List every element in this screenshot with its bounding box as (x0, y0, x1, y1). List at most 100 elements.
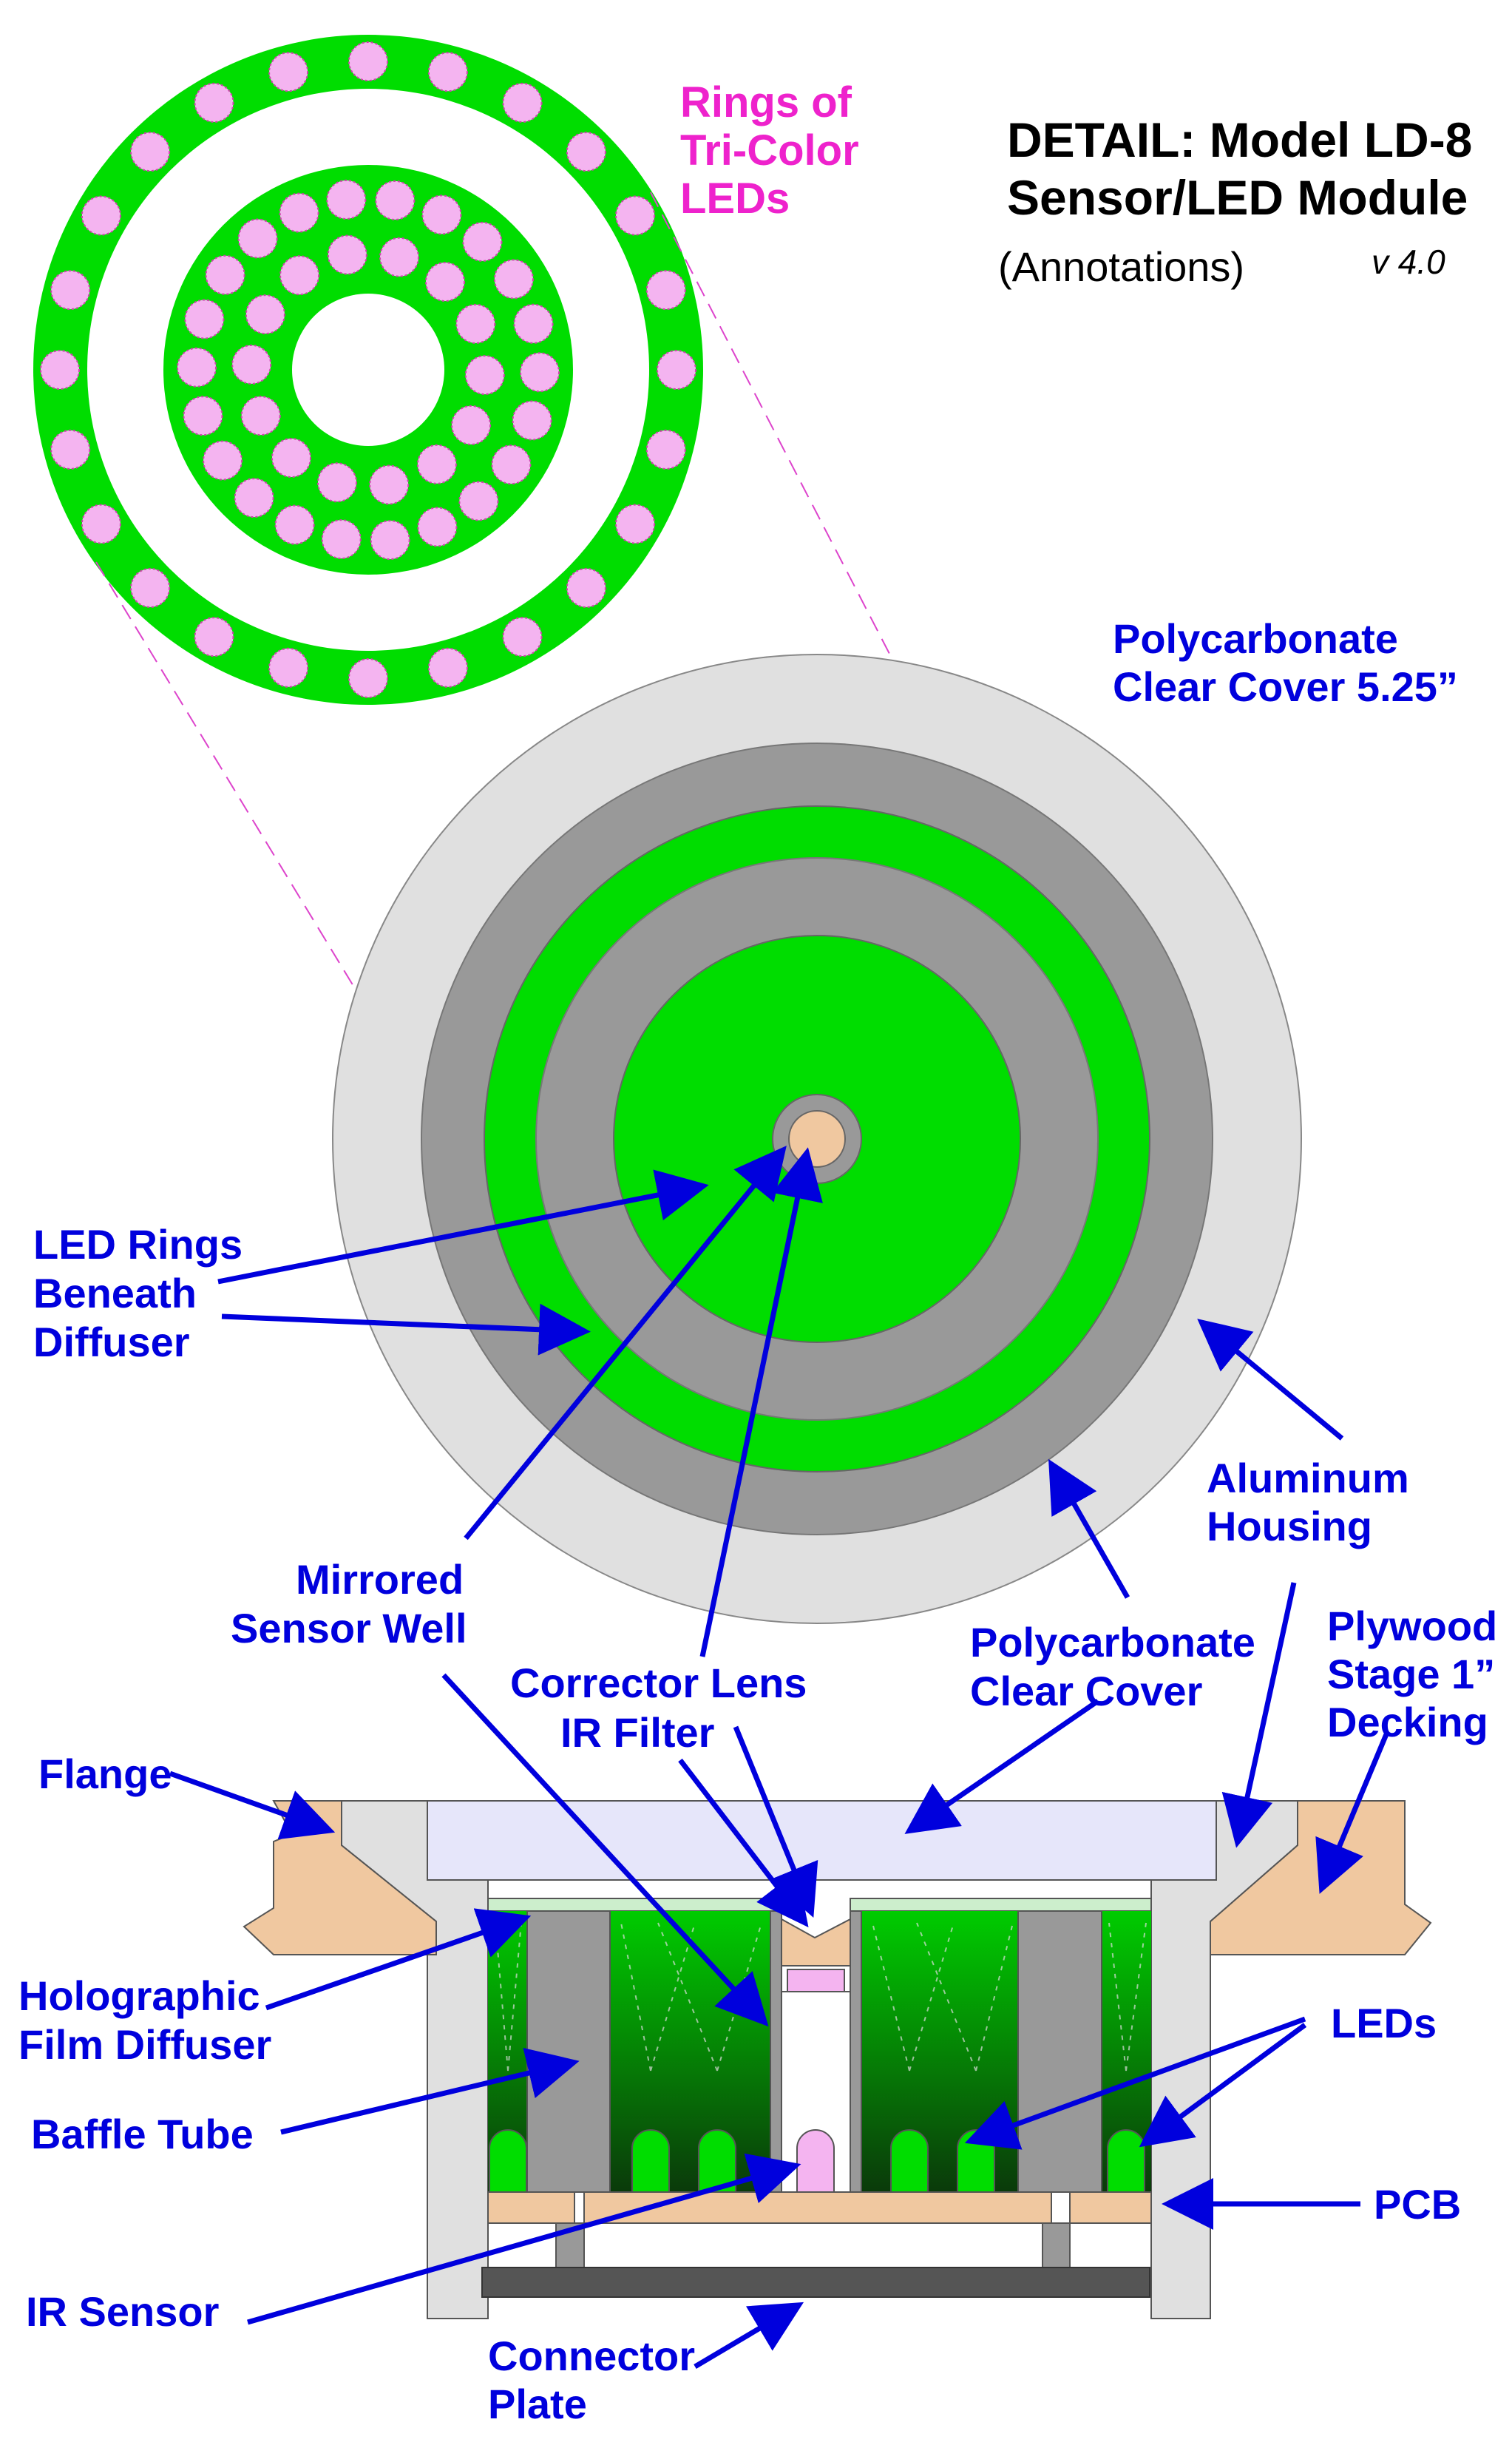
baffle-tube (526, 1910, 611, 2193)
led-body (698, 2129, 736, 2193)
led-dot (130, 567, 171, 608)
label-mirrored-sensor-well: Mirrored Sensor Well (231, 1556, 475, 1651)
led-ring-detail (33, 35, 703, 705)
led-dot (237, 218, 278, 259)
led-dot (130, 132, 171, 172)
led-dot (40, 350, 80, 390)
arrow (280, 2047, 580, 2135)
led-dot (512, 400, 552, 441)
arrow (694, 2302, 804, 2370)
led-dot (327, 234, 367, 275)
led-dot (50, 270, 91, 311)
page-title: DETAIL: Model LD-8 Sensor/LED Module (1007, 112, 1486, 225)
arrow (1315, 1733, 1389, 1894)
ir-filter (787, 1969, 845, 1992)
led-dot (268, 52, 309, 92)
led-dot (462, 221, 503, 262)
led-dot (493, 259, 534, 300)
led-dot (326, 179, 367, 220)
led-dot (657, 350, 696, 390)
led-dot (234, 478, 274, 518)
label-flange: Flange (38, 1751, 172, 1797)
led-body (890, 2129, 929, 2193)
label-leds: LEDs (1331, 2000, 1437, 2046)
label-corrector-lens-ir-filter: Corrector Lens IR Filter (510, 1660, 818, 1756)
module-cross-section (243, 1800, 1432, 2319)
corrector-lens-section (781, 1918, 851, 1967)
pcb-middle (583, 2191, 1052, 2224)
arrow (441, 1673, 769, 2027)
led-dot (240, 396, 281, 436)
label-pcb: PCB (1374, 2181, 1461, 2228)
led-dot (271, 438, 311, 478)
arrow (221, 1303, 591, 1356)
arrow (217, 1169, 709, 1285)
led-dot (455, 303, 496, 344)
baffle-tube (1017, 1910, 1102, 2193)
arrow (964, 2016, 1306, 2150)
label-connector-plate: Connector Plate (488, 2333, 707, 2427)
led-dot (370, 520, 410, 561)
arrow (464, 1146, 787, 1541)
led-dot (348, 658, 388, 698)
label-ir-sensor: IR Sensor (26, 2288, 219, 2335)
label-led-rings-beneath-diffuser: LED Rings Beneath Diffuser (33, 1221, 254, 1365)
page-subtitle: (Annotations) (998, 243, 1244, 290)
led-dot (645, 429, 686, 470)
led-dot (425, 262, 465, 302)
led-dot (451, 405, 492, 445)
center-hole (292, 294, 444, 446)
holographic-film-left (487, 1898, 782, 1912)
led-dot (416, 444, 457, 484)
holographic-film-right (850, 1898, 1152, 1912)
led-dot (417, 507, 458, 547)
arrow (247, 2153, 801, 2325)
led-body (631, 2129, 670, 2193)
standoff (1042, 2222, 1071, 2268)
led-dot (317, 462, 357, 503)
led-dot (427, 52, 468, 92)
led-dot (177, 347, 217, 388)
led-dot (279, 255, 320, 296)
led-dot (194, 82, 234, 123)
ir-sensor-body (796, 2129, 835, 2193)
arrow (1048, 1458, 1130, 1599)
pcb-right (1069, 2191, 1152, 2224)
led-dot (274, 504, 315, 545)
label-plywood-stage-decking: Plywood Stage 1” Decking (1327, 1603, 1509, 1745)
led-dot (491, 444, 532, 485)
arrow (169, 1771, 336, 1840)
led-dot (369, 464, 410, 505)
led-dot (615, 504, 656, 544)
arrow (699, 1147, 823, 1657)
led-dot (81, 504, 121, 544)
arrow (904, 1699, 1099, 1834)
led-dot (81, 195, 121, 236)
led-dot (520, 352, 560, 393)
label-baffle-tube: Baffle Tube (31, 2111, 254, 2157)
baffle-tube (770, 1910, 782, 2193)
led-dot (183, 396, 223, 436)
led-dot (502, 82, 543, 123)
led-dot (427, 647, 468, 688)
arrow (678, 1758, 809, 1928)
label-polycarbonate-clear-cover: Polycarbonate Clear Cover (970, 1619, 1267, 1714)
led-dot (245, 294, 285, 335)
led-dot (464, 355, 505, 396)
led-dot (268, 647, 309, 688)
outer-ring-leds (40, 41, 696, 698)
light-rays (495, 1922, 1147, 2072)
led-dot (566, 132, 606, 172)
label-polycarbonate-cover-525: Polycarbonate Clear Cover 5.25” (1113, 615, 1458, 710)
led-dot (279, 192, 319, 233)
led-dot (231, 344, 272, 385)
baffle-tube (850, 1910, 862, 2193)
led-dot (421, 195, 462, 235)
led-dot (513, 303, 554, 344)
led-dot (645, 270, 686, 311)
annotation-arrows (169, 1146, 1389, 2370)
led-dot (502, 617, 543, 657)
led-dot (321, 519, 362, 560)
pcb-left (487, 2191, 575, 2224)
